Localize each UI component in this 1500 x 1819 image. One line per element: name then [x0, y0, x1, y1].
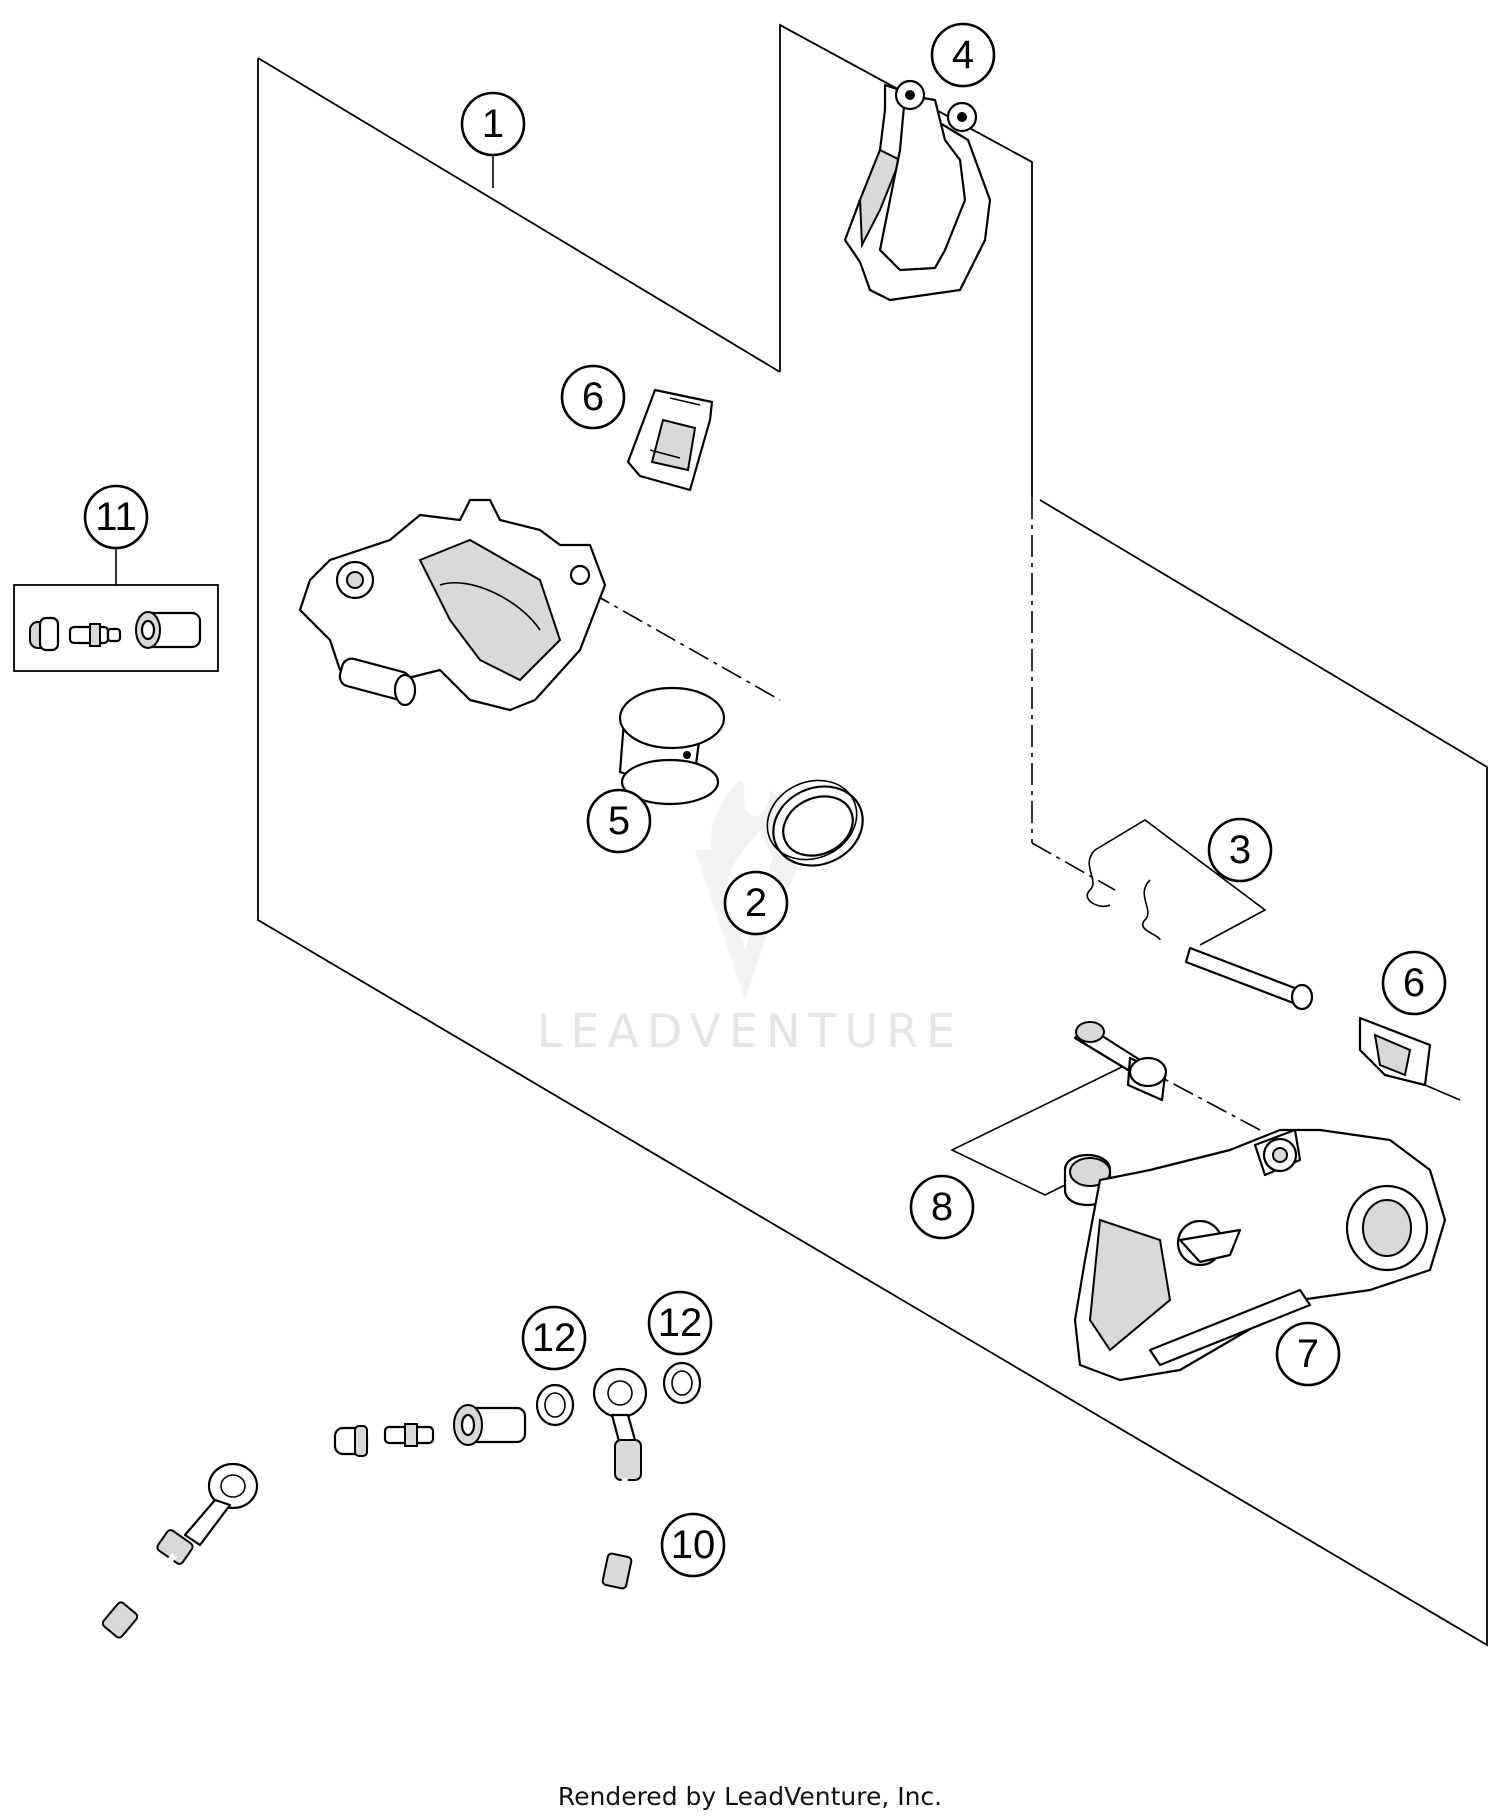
hose-bleeder-cap-icon	[333, 1425, 369, 1457]
svg-text:6: 6	[582, 375, 604, 419]
callout-3: 3	[1207, 817, 1273, 883]
callout-7: 7	[1275, 1321, 1341, 1387]
caliper-bracket	[1073, 1128, 1447, 1382]
callout-12-right: 12	[647, 1290, 713, 1356]
pin-and-clips	[1086, 819, 1314, 1011]
svg-text:12: 12	[658, 1301, 703, 1345]
svg-text:3: 3	[1229, 828, 1251, 872]
svg-text:2: 2	[745, 881, 767, 925]
watermark-text: LEADVENTURE	[537, 1004, 964, 1058]
hose-banjo-lower-icon	[156, 1462, 259, 1565]
svg-text:7: 7	[1297, 1332, 1319, 1376]
brake-caliper	[298, 498, 607, 712]
bleeder-valve-icon	[135, 611, 202, 649]
brake-hose-assembly	[59, 1361, 702, 1768]
callout-5: 5	[586, 788, 652, 854]
washer-left-icon	[535, 1383, 575, 1427]
callout-11: 11	[83, 484, 149, 550]
callout-1: 1	[460, 91, 526, 157]
callout-2: 2	[723, 870, 789, 936]
piston	[618, 686, 726, 806]
hose-bleeder-screw-icon	[383, 1423, 435, 1447]
callout-4: 4	[930, 22, 996, 88]
svg-text:6: 6	[1403, 961, 1425, 1005]
callout-6-upper: 6	[560, 364, 626, 430]
svg-text:10: 10	[671, 1523, 716, 1567]
bleeder-cap-icon	[29, 616, 60, 652]
callout-12-left: 12	[521, 1305, 587, 1371]
callout-6-lower: 6	[1381, 950, 1447, 1016]
pad-spring-lower	[1358, 1016, 1461, 1101]
svg-text:12: 12	[532, 1316, 577, 1360]
washer-right-icon	[662, 1361, 702, 1405]
callout-8: 8	[909, 1174, 975, 1240]
svg-text:4: 4	[952, 33, 974, 77]
pad-spring-upper	[626, 388, 714, 492]
bleeder-screw-icon	[68, 623, 122, 647]
piston-seal	[766, 779, 864, 867]
svg-text:1: 1	[482, 102, 504, 146]
callout-10: 10	[660, 1512, 726, 1578]
svg-text:8: 8	[931, 1185, 953, 1229]
svg-text:5: 5	[608, 799, 630, 843]
hose-banjo-fitting-icon	[453, 1404, 527, 1446]
hose-banjo-upper-icon	[592, 1367, 648, 1481]
bleeder-kit-box	[13, 548, 219, 672]
svg-text:11: 11	[95, 495, 137, 539]
brake-pads	[843, 79, 992, 302]
render-credit: Rendered by LeadVenture, Inc.	[557, 1782, 943, 1811]
